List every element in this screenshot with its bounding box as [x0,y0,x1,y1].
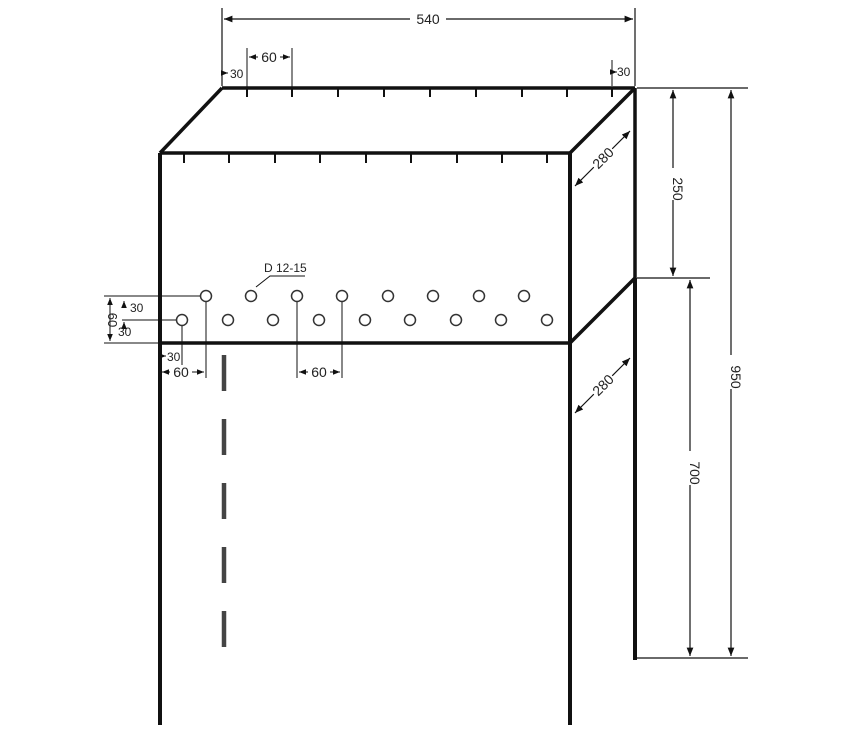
air-holes-row-lower [175,313,554,327]
dim-hole-spacing: 60 [296,302,343,380]
dim-total-width-label: 540 [416,11,440,27]
dim-bottom-edge-offset-label: 30 [167,350,181,364]
hole-diameter-callout: D 12-15 [255,261,307,288]
dim-hole-rows-left: 60 30 30 [104,295,200,344]
dim-slot-spacing-top: 60 [246,48,293,88]
dim-row1-offset-label: 30 [130,301,144,315]
hole-diameter-label: D 12-15 [264,261,307,275]
box-side-face [568,88,637,345]
dim-top-left-offset: 30 [221,67,244,81]
dim-total-height-label: 950 [728,365,744,389]
dim-row2-offset-label: 30 [118,325,132,339]
top-back-slots [246,88,613,97]
dim-total-width: 540 [221,8,636,86]
dim-total-height: 950 [723,90,744,656]
dim-hole-spacing-label: 60 [311,364,327,380]
dim-bottom-edge-offset: 30 [159,326,183,366]
dim-top-left-offset-label: 30 [230,67,244,81]
dim-top-right-offset: 30 [610,60,631,86]
dim-row-spacing-left-label: 60 [105,313,120,327]
dim-top-right-offset-label: 30 [617,65,631,79]
dim-leg-height: 700 [637,280,748,659]
dim-depth-lower: 280 [574,357,631,414]
box-top-face [158,86,637,155]
dim-leg-height-label: 700 [687,461,703,485]
dim-box-height: 250 [637,87,748,279]
dim-hole-first-offset-label: 60 [173,364,189,380]
dim-box-height-label: 250 [670,177,686,201]
dim-hole-first-offset: 60 [162,302,207,380]
top-front-slots [183,153,548,163]
dim-slot-spacing-top-label: 60 [261,49,277,65]
air-holes-row-upper [199,289,531,303]
